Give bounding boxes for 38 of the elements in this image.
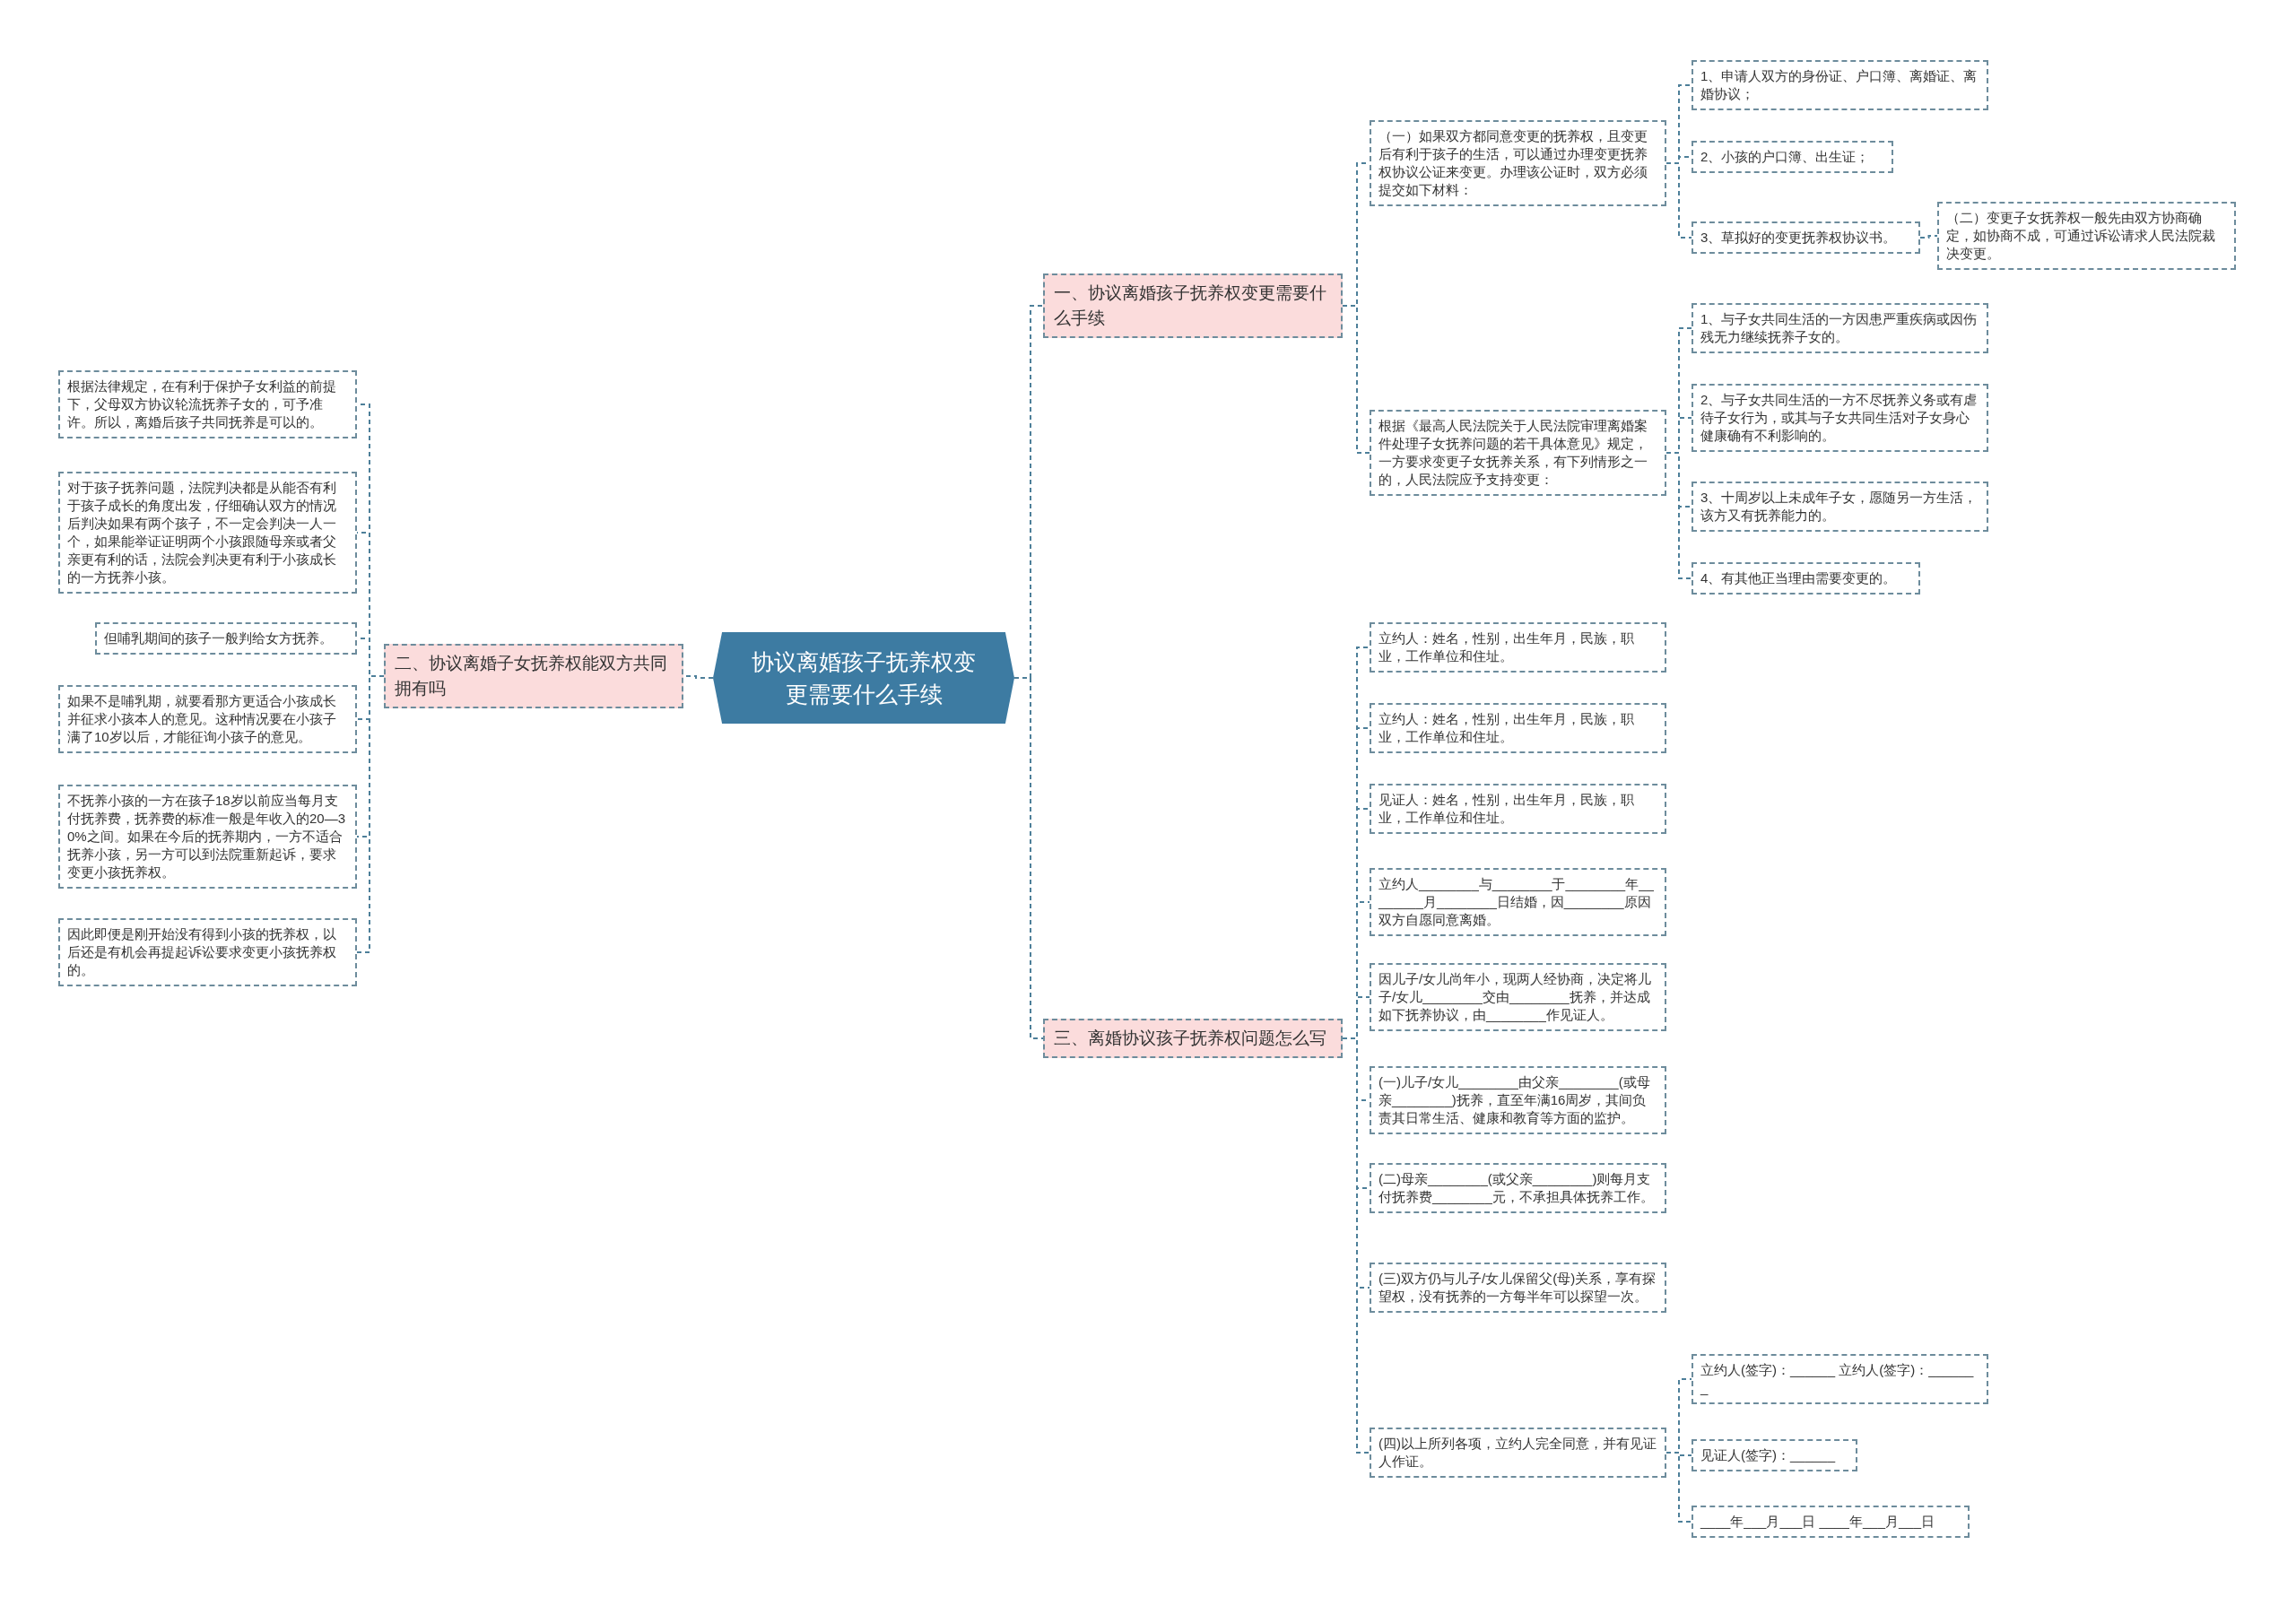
- note-card: (二)母亲________(或父亲________)则每月支付抚养费________元，不承担具体抚养工作。: [1370, 1163, 1666, 1213]
- note-card: (一)儿子/女儿________由父亲________(或母亲________)抚养，直至年满16周岁，其间负责其日常生活、健康和教育等方面的监护。: [1370, 1066, 1666, 1134]
- connector-line: [1665, 452, 1692, 579]
- note-card: 对于孩子抚养问题，法院判决都是从能否有利于孩子成长的角度出发，仔细确认双方的情况后判决如果有两个孩子，不一定会判决一人一个，如果能举证证明两个小孩跟随母亲或者父亲更有利的话，法院会判决更有利于小孩成长的一方抚养小孩。: [58, 472, 357, 594]
- note-card: (三)双方仍与儿子/女儿保留父(母)关系，享有探望权，没有抚养的一方每半年可以探望一次。: [1370, 1263, 1666, 1313]
- note-card: 但哺乳期间的孩子一般判给女方抚养。: [95, 622, 357, 655]
- note-card: 根据《最高人民法院关于人民法院审理离婚案件处理子女抚养问题的若干具体意见》规定，一方要求变更子女抚养关系，有下列情形之一的，人民法院应予支持变更：: [1370, 410, 1666, 496]
- note-card: (四)以上所列各项，立约人完全同意，并有见证人作证。: [1370, 1428, 1666, 1478]
- note-card: 根据法律规定，在有利于保护子女利益的前提下，父母双方协议轮流抚养子女的，可予准许。所以，离婚后孩子共同抚养是可以的。: [58, 370, 357, 438]
- connector-line: [1342, 305, 1370, 454]
- note-card: 立约人：姓名，性别，出生年月，民族，职业，工作单位和住址。: [1370, 622, 1666, 673]
- note-card: 立约人________与________于________年________月________日结婚，因________原因双方自愿同意离婚。: [1370, 868, 1666, 936]
- note-card: 不抚养小孩的一方在孩子18岁以前应当每月支付抚养费，抚养费的标准一般是年收入的20—30%之间。如果在今后的抚养期内，一方不适合抚养小孩，另一方可以到法院重新起诉，要求变更小孩抚养权。: [58, 785, 357, 889]
- note-card: ____年___月___日 ____年___月___日: [1692, 1506, 1970, 1538]
- connector-line: [1665, 162, 1692, 239]
- topic-card: 三、离婚协议孩子抚养权问题怎么写: [1043, 1019, 1343, 1058]
- note-card: 1、与子女共同生活的一方因患严重疾病或因伤残无力继续抚养子女的。: [1692, 303, 1988, 353]
- connector-line: [356, 675, 385, 953]
- note-card: 4、有其他正当理由需要变更的。: [1692, 562, 1920, 595]
- note-card: （二）变更子女抚养权一般先由双方协商确定，如协商不成，可通过诉讼请求人民法院裁决变更。: [1937, 202, 2236, 270]
- connector-line: [1665, 1452, 1692, 1523]
- topic-card: 一、协议离婚孩子抚养权变更需要什么手续: [1043, 273, 1343, 338]
- note-card: 立约人：姓名，性别，出生年月，民族，职业，工作单位和住址。: [1370, 703, 1666, 753]
- note-card: 1、申请人双方的身份证、户口簿、离婚证、离婚协议；: [1692, 60, 1988, 110]
- note-card: 立约人(签字)：______ 立约人(签字)：_______: [1692, 1354, 1988, 1404]
- note-card: 2、与子女共同生活的一方不尽抚养义务或有虐待子女行为，或其与子女共同生活对子女身心健康确有不利影响的。: [1692, 384, 1988, 452]
- note-card: （一）如果双方都同意变更的抚养权，且变更后有利于孩子的生活，可以通过办理变更抚养权协议公证来变更。办理该公证时，双方必须提交如下材料：: [1370, 120, 1666, 206]
- topic-card: 二、协议离婚子女抚养权能双方共同拥有吗: [384, 644, 683, 708]
- note-card: 如果不是哺乳期，就要看那方更适合小孩成长并征求小孩本人的意见。这种情况要在小孩子满了10岁以后，才能征询小孩子的意见。: [58, 685, 357, 753]
- note-card: 因儿子/女儿尚年小，现两人经协商，决定将儿子/女儿________交由________抚养，并达成如下抚养协议，由________作见证人。: [1370, 963, 1666, 1031]
- note-card: 3、十周岁以上未成年子女，愿随另一方生活，该方又有抚养能力的。: [1692, 482, 1988, 532]
- note-card: 见证人(签字)：______: [1692, 1439, 1857, 1471]
- connector-line: [1919, 235, 1938, 239]
- note-card: 因此即便是刚开始没有得到小孩的抚养权，以后还是有机会再提起诉讼要求变更小孩抚养权的。: [58, 918, 357, 986]
- note-card: 2、小孩的户口簿、出生证；: [1692, 141, 1893, 173]
- note-card: 3、草拟好的变更抚养权协议书。: [1692, 221, 1920, 254]
- note-card: 见证人：姓名，性别，出生年月，民族，职业，工作单位和住址。: [1370, 784, 1666, 834]
- central-topic: 协议离婚孩子抚养权变更需要什么手续: [713, 632, 1014, 724]
